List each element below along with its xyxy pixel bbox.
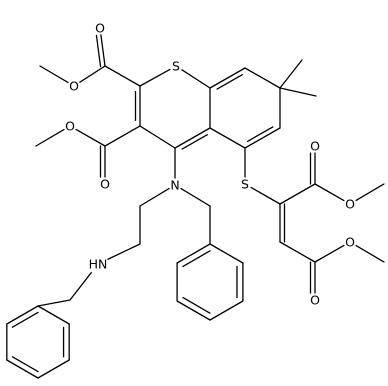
- oxygen-label: O: [95, 21, 105, 36]
- oxygen-label: O: [69, 79, 79, 94]
- benzylamine-ring-inner-4: [11, 311, 39, 328]
- bond-Cc-ring: [37, 299, 71, 307]
- thioether-sulfur-label: S: [241, 177, 249, 192]
- bond-C4-C4a-second: [181, 134, 208, 150]
- bond-V2-V3: [279, 241, 316, 263]
- bond-S2-V1: [250, 186, 281, 205]
- bond-E1C-E1O-second: [95, 34, 102, 68]
- benzylamine-ring-inner-2: [11, 356, 39, 373]
- oxygen-label: O: [345, 197, 355, 212]
- bond-C2-E1C: [104, 65, 141, 87]
- bond-C5-C4a: [209, 127, 246, 149]
- benzyl-ring-bond-3: [176, 300, 211, 321]
- bond-E1C-E1Os: [79, 65, 106, 83]
- oxygen-label: O: [310, 293, 320, 308]
- bond-E3C-E3Os: [314, 183, 345, 202]
- bond-E2C-E2Os: [75, 128, 106, 147]
- thiopyran-sulfur-label: S: [172, 59, 180, 74]
- bond-C8a-S1: [181, 69, 211, 89]
- bond-C7-Me1: [279, 59, 303, 89]
- bond-V3-E4Os: [314, 244, 345, 263]
- bond-S1-C2: [139, 68, 171, 87]
- bond-C3-E2C: [104, 125, 141, 147]
- bond-C8a-C8-second: [216, 74, 243, 90]
- bond-E2Os-E2M: [35, 128, 65, 147]
- benzyl-ring-inner-5: [182, 250, 211, 268]
- benzylamine-ring-bond-2: [6, 359, 39, 379]
- benzyl-ring-bond-2: [209, 300, 244, 321]
- benzylamine-ring-bond-4: [6, 305, 39, 325]
- benzyl-ring-inner-3: [182, 296, 211, 314]
- benzyl-ring-bond-5: [176, 243, 211, 264]
- atom-label-layer: S O O O O N HN S O O O O: [65, 21, 355, 308]
- bond-N-Ca: [139, 187, 170, 207]
- benzylamine-ring-bond-5: [37, 305, 70, 325]
- bond-C7-Me2: [279, 87, 317, 97]
- bond-Cb-NH: [107, 243, 141, 260]
- bond-C6-C5-second: [247, 126, 274, 142]
- oxygen-label: O: [310, 139, 320, 154]
- bond-C3-C4: [139, 125, 176, 149]
- bond-V1-E3C: [279, 183, 316, 205]
- bond-E1Os-E1M: [39, 65, 69, 84]
- oxygen-label: O: [100, 177, 110, 192]
- bond-C4-C4a: [174, 127, 211, 149]
- bond-NH-Cc: [69, 272, 92, 301]
- oxygen-label: O: [65, 119, 75, 134]
- bond-C6-C5: [244, 127, 281, 149]
- bond-N-Bz: [180, 187, 211, 207]
- benzyl-ring-bond-0: [209, 243, 244, 264]
- oxygen-label: O: [345, 235, 355, 250]
- secondary-amine-label: HN: [89, 257, 108, 272]
- benzylamine-ring-bond-1: [37, 359, 70, 379]
- amine-nitrogen-label: N: [170, 178, 179, 193]
- bond-E3Os-E3M: [355, 183, 385, 202]
- bond-E1C-E1O: [100, 34, 106, 67]
- bond-C8-C7: [244, 67, 281, 89]
- bond-layer: [6, 34, 385, 379]
- bond-C8a-C8: [209, 67, 246, 89]
- bond-E4Os-E4M: [355, 244, 385, 263]
